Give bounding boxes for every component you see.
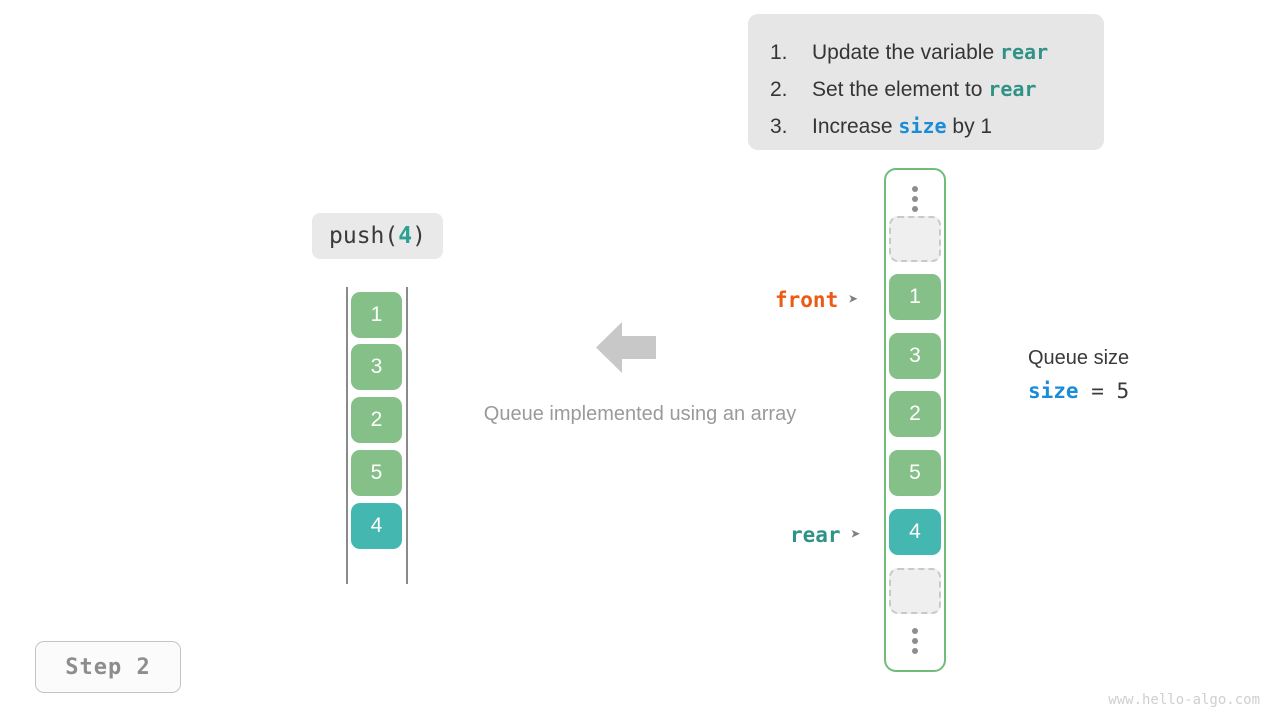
pointer-arrow-icon: ➤ — [848, 290, 859, 310]
instruction-card: 1. Update the variable rear 2. Set the e… — [748, 14, 1104, 150]
stack-cell: 3 — [351, 344, 402, 390]
left-queue-stack: 1 3 2 5 4 — [346, 287, 408, 584]
stack-cell: 2 — [351, 397, 402, 443]
queue-array-container: 1 3 2 5 4 — [884, 168, 946, 672]
size-variable: size — [1028, 379, 1079, 403]
queue-size-title: Queue size — [1028, 347, 1130, 369]
stack-cell: 5 — [351, 450, 402, 496]
diagram-caption: Queue implemented using an array — [483, 403, 797, 425]
queue-slot: 3 — [889, 333, 941, 379]
rear-pointer-label: rear ➤ — [790, 523, 861, 547]
queue-slot-new: 4 — [889, 509, 941, 555]
size-value: 5 — [1116, 379, 1130, 403]
instruction-item: 1. Update the variable rear — [748, 34, 1104, 71]
queue-slot: 5 — [889, 450, 941, 496]
instruction-number: 2. — [770, 78, 788, 101]
queue-size-info: Queue size size = 5 — [1028, 343, 1228, 403]
front-pointer-label: front ➤ — [775, 288, 858, 312]
keyword-rear: rear — [988, 77, 1037, 101]
stack-cell: 1 — [351, 292, 402, 338]
queue-slot-empty — [889, 216, 941, 262]
watermark: www.hello-algo.com — [1108, 692, 1260, 708]
size-operator: = — [1078, 379, 1117, 403]
stack-rail-left — [346, 287, 348, 584]
queue-slot: 2 — [889, 391, 941, 437]
queue-size-expression: size = 5 — [1028, 379, 1228, 403]
operation-name: push( — [329, 223, 399, 249]
ellipsis-bottom-icon — [912, 628, 918, 654]
front-pointer-text: front — [775, 288, 839, 312]
instruction-item: 2. Set the element to rear — [748, 71, 1104, 108]
keyword-rear: rear — [999, 40, 1049, 64]
ellipsis-top-icon — [912, 186, 918, 212]
keyword-size: size — [898, 114, 947, 138]
left-arrow-icon — [596, 320, 656, 375]
rear-pointer-text: rear — [790, 523, 841, 547]
stack-cell-new: 4 — [351, 503, 402, 549]
operation-argument: 4 — [398, 223, 413, 249]
queue-slot-empty — [889, 568, 941, 614]
operation-label: push(4) — [312, 213, 443, 259]
instruction-item: 3. Increase size by 1 — [748, 108, 1104, 145]
queue-slot: 1 — [889, 274, 941, 320]
instruction-text: Increase size by 1 — [812, 114, 993, 138]
stack-rail-right — [406, 287, 408, 584]
instruction-text: Set the element to rear — [812, 77, 1037, 101]
operation-close: ) — [412, 223, 426, 249]
step-badge: Step 2 — [35, 641, 181, 693]
instruction-number: 1. — [770, 41, 788, 64]
pointer-arrow-icon: ➤ — [850, 525, 861, 545]
instruction-text: Update the variable rear — [812, 40, 1049, 64]
instruction-number: 3. — [770, 115, 788, 138]
